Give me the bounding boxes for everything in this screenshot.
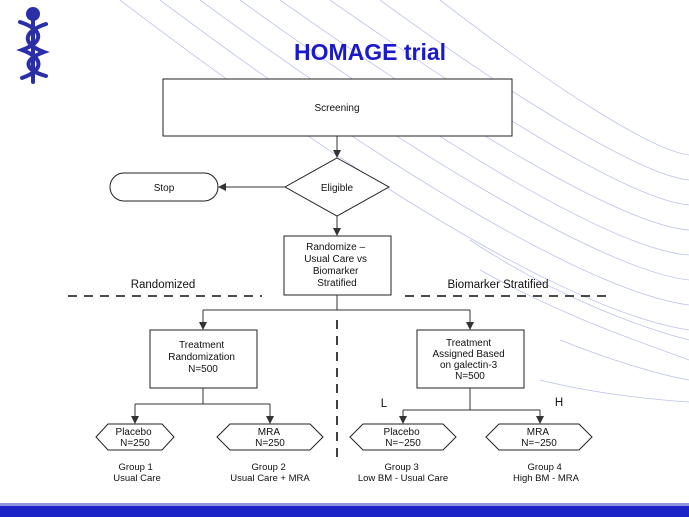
section-biomarker-label: Biomarker Stratified — [448, 279, 549, 291]
group2-caption: Group 2 Usual Care + MRA — [230, 462, 310, 484]
caduceus-logo-icon — [16, 7, 50, 84]
arm-label-group1: Placebo N=250 — [116, 427, 155, 449]
bottom-bar-highlight — [0, 503, 689, 506]
treatment-assigned-box — [416, 329, 525, 389]
screening-box — [162, 78, 513, 137]
slide-title: HOMAGE trial — [294, 39, 446, 65]
background-curves — [119, 0, 689, 403]
stop-label: Stop — [154, 183, 175, 194]
group3-caption: Group 3 Low BM - Usual Care — [358, 462, 448, 484]
treatment-assigned-label: Treatment Assigned Based on galectin-3 N… — [432, 338, 507, 382]
group4-caption: Group 4 High BM - MRA — [513, 462, 580, 484]
treatment-randomization-box — [149, 329, 258, 389]
arm-hexagon-group4 — [485, 423, 593, 451]
group1-caption: Group 1 Usual Care — [113, 462, 161, 484]
randomize-label: Randomize – Usual Care vs Biomarker Stra… — [304, 242, 370, 289]
right-split-lines — [403, 388, 540, 411]
treatment-randomization-label: Treatment Randomization N=500 — [168, 340, 238, 375]
section-randomized-label: Randomized — [131, 279, 196, 291]
arm-label-group3: Placebo N=~250 — [384, 427, 423, 449]
eligible-label: Eligible — [321, 183, 354, 194]
bottom-bar — [0, 506, 689, 517]
arm-hexagon-group3 — [349, 423, 457, 451]
stop-terminal — [109, 172, 219, 202]
arm-label-group4: MRA N=~250 — [521, 427, 557, 449]
arm-hexagon-group1 — [95, 423, 175, 451]
left-split-lines — [135, 388, 270, 405]
arm-hexagon-group2 — [216, 423, 324, 451]
arm-label-group2: MRA N=250 — [255, 427, 285, 449]
low-label: L — [381, 398, 388, 410]
high-label: H — [555, 397, 563, 409]
screening-label: Screening — [314, 103, 359, 114]
